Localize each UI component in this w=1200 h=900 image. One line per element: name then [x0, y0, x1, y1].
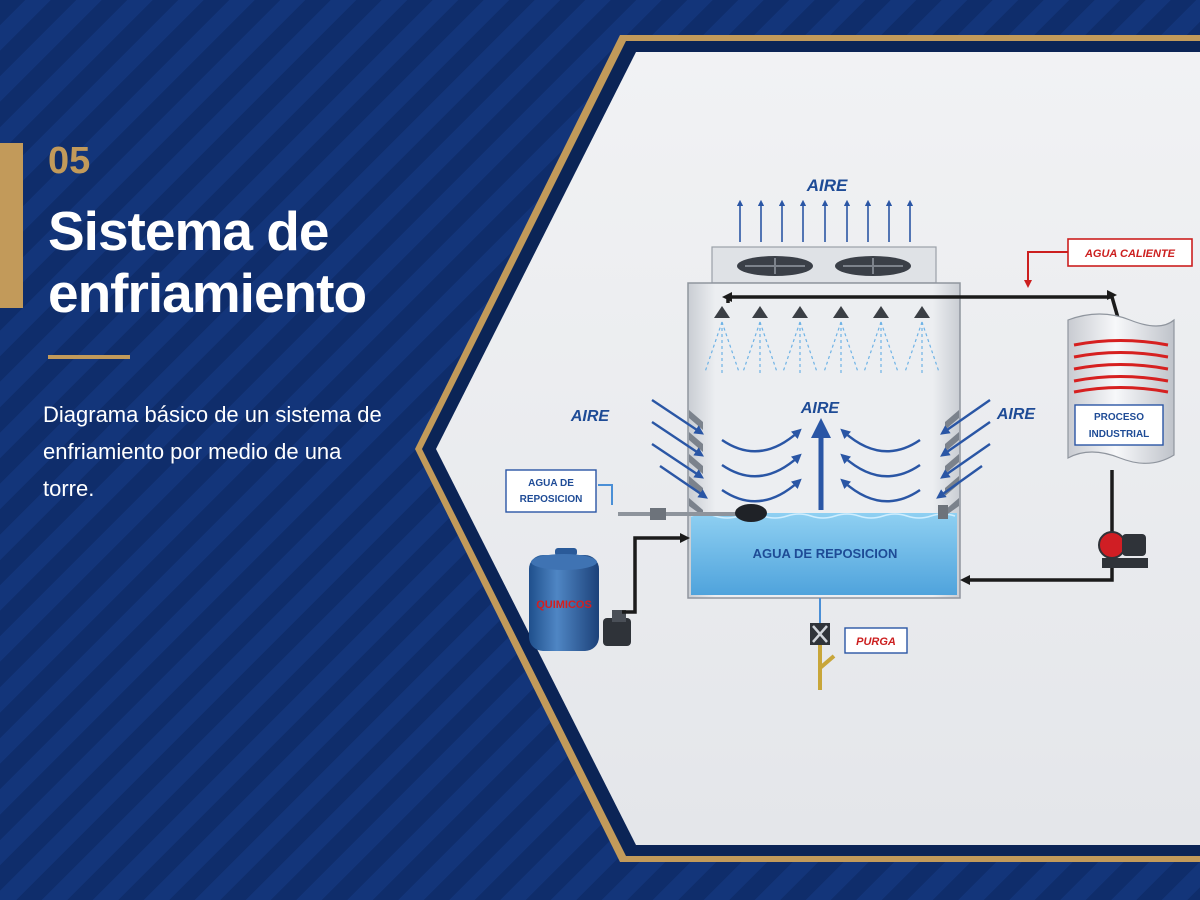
air-exhaust-arrows: [736, 199, 914, 242]
purge-box: PURGA: [844, 627, 908, 654]
air-center-label: AIRE: [800, 400, 841, 417]
air-intake-arrows: [651, 399, 991, 499]
spray-distribution: [704, 292, 1112, 374]
makeup-box-line1: AGUA DE: [528, 478, 574, 489]
internal-air-flow: [721, 418, 921, 510]
makeup-box-line2: REPOSICION: [520, 494, 583, 505]
circulation-pump: [1098, 531, 1148, 568]
hot-water-label: AGUA CALIENTE: [1084, 248, 1176, 260]
slide-number: 05: [48, 140, 91, 182]
hot-water-loop: [960, 290, 1120, 585]
chemical-tank: [529, 548, 599, 651]
chemicals-label: QUIMICOS: [536, 599, 592, 611]
basin-label: AGUA DE REPOSICION: [753, 546, 898, 561]
air-right-label: AIRE: [996, 406, 1037, 423]
gold-accent-bar: [0, 143, 23, 308]
purge-drain: [810, 598, 836, 690]
fan-deck: [711, 246, 937, 284]
purge-label: PURGA: [856, 636, 896, 648]
air-left-label: AIRE: [570, 408, 611, 425]
water-basin: [690, 513, 957, 595]
makeup-water-box: AGUA DE REPOSICION: [505, 469, 597, 513]
makeup-water-line: [598, 484, 948, 522]
process-line2: INDUSTRIAL: [1089, 429, 1150, 440]
slide-title: Sistema de enfriamiento: [48, 200, 367, 324]
process-line1: PROCESO: [1094, 412, 1144, 423]
process-vessel: PROCESO INDUSTRIAL: [1067, 313, 1175, 464]
slide-description: Diagrama básico de un sistema de enfriam…: [43, 402, 382, 501]
title-underline: [48, 355, 130, 359]
dosing-pump: [603, 533, 690, 646]
hot-water-box: AGUA CALIENTE: [1024, 238, 1193, 288]
air-top-label: AIRE: [806, 176, 848, 195]
